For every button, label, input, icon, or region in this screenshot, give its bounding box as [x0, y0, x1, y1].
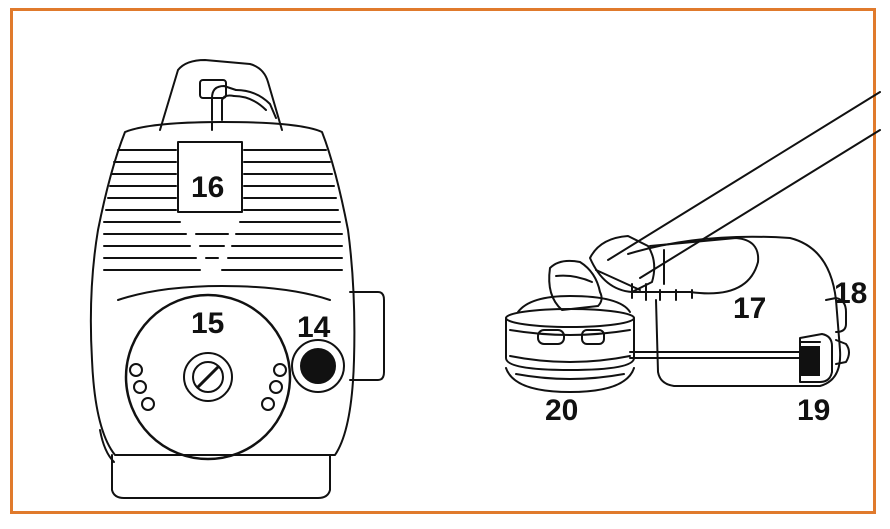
primer-bulb-icon — [291, 339, 345, 393]
engine-housing — [89, 59, 385, 499]
callout-15: 15 — [191, 307, 224, 340]
callout-16: 16 — [191, 171, 224, 204]
line-cutter-blade — [799, 333, 833, 383]
callout-14: 14 — [297, 311, 331, 344]
callout-19: 19 — [797, 394, 830, 427]
shaft — [607, 91, 881, 279]
trimmer-spool — [505, 295, 635, 393]
callout-18: 18 — [834, 277, 867, 310]
callout-17: 17 — [733, 292, 766, 325]
starter-cover — [124, 293, 292, 461]
callout-20: 20 — [545, 394, 578, 427]
diagram-frame — [10, 8, 876, 514]
grass-guard — [627, 235, 850, 387]
